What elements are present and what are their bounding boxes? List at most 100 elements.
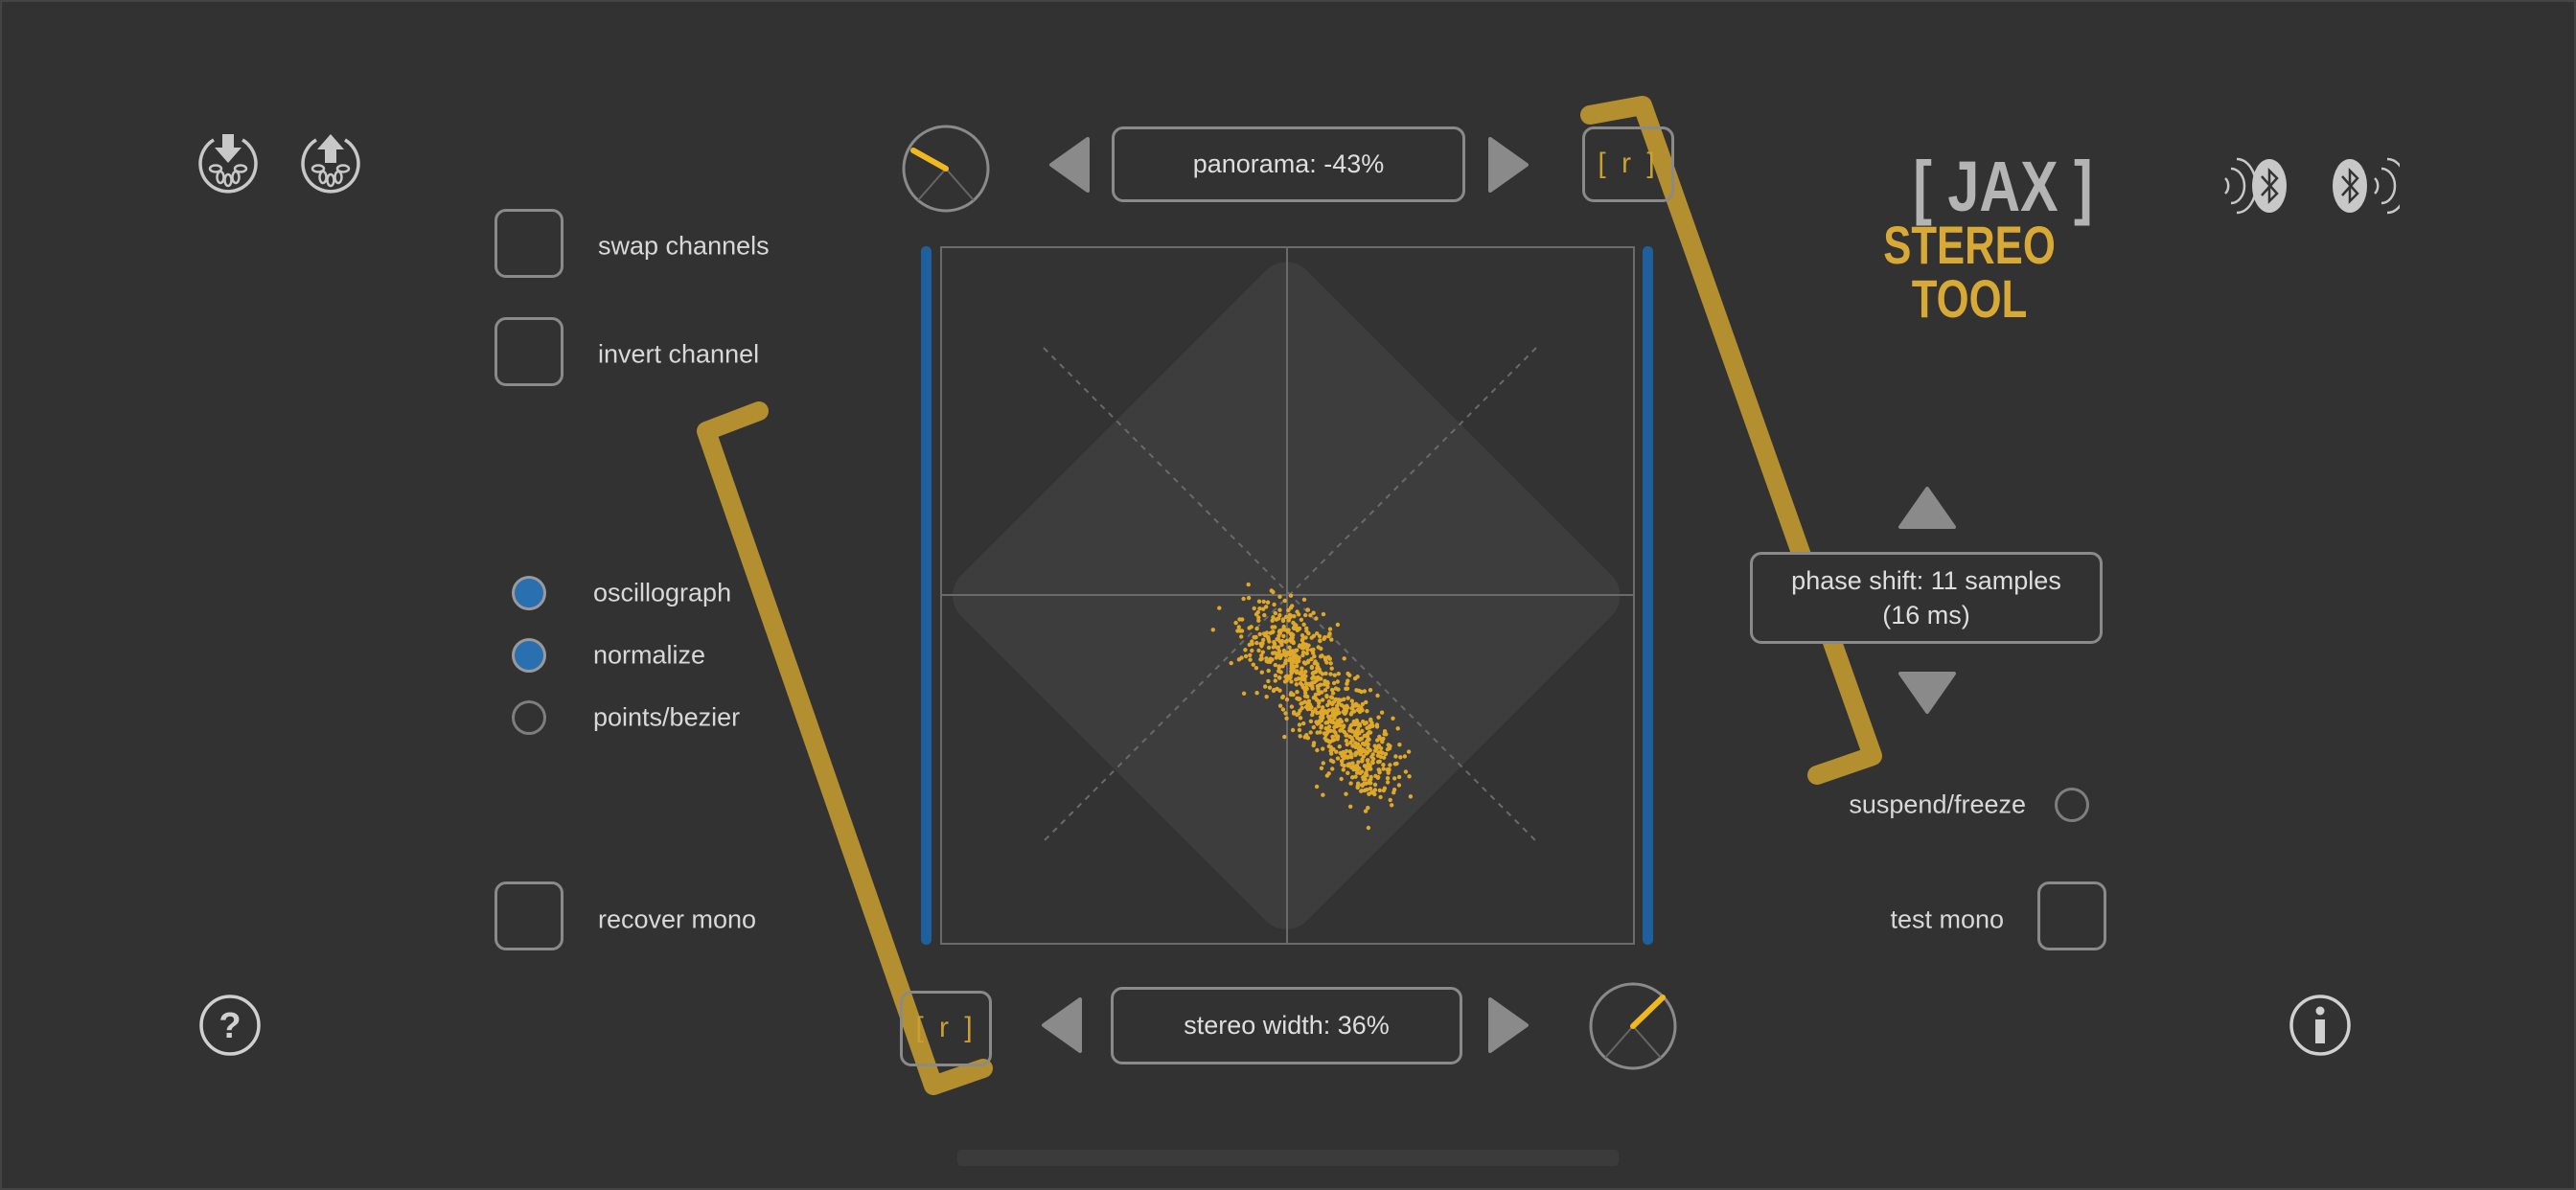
scope-point: [1403, 769, 1409, 774]
scope-point: [1256, 599, 1262, 604]
scope-point: [1279, 652, 1284, 657]
scope-point: [1330, 767, 1335, 771]
scope-point: [1322, 709, 1328, 714]
scope-point: [1274, 617, 1279, 622]
scope-point: [1295, 690, 1300, 695]
stereo-width-dial[interactable]: [1588, 981, 1678, 1071]
swap-channels-label: swap channels: [598, 231, 770, 261]
scope-point: [1311, 724, 1316, 730]
scope-point: [1337, 720, 1343, 724]
scope-point: [1286, 607, 1291, 613]
panorama-increase-arrow[interactable]: [1488, 137, 1529, 193]
scope-point: [1349, 755, 1354, 760]
scope-point: [1277, 612, 1282, 618]
scope-point: [1342, 730, 1347, 735]
phase-shift-increase-arrow[interactable]: [1898, 486, 1957, 530]
scope-point: [1368, 717, 1373, 722]
scope-point: [1247, 642, 1252, 648]
scope-point: [1374, 724, 1380, 729]
scope-point: [1368, 777, 1373, 782]
scope-point: [1315, 747, 1320, 753]
recover-mono-checkbox[interactable]: [494, 881, 564, 950]
stereo-width-decrease-arrow[interactable]: [1042, 997, 1082, 1053]
info-icon[interactable]: [2288, 993, 2353, 1058]
scope-point: [1309, 635, 1314, 640]
panorama-reset-button[interactable]: [ r ]: [1582, 126, 1674, 202]
scope-point: [1239, 634, 1244, 639]
scope-point: [1292, 614, 1297, 619]
scope-point: [1294, 682, 1299, 687]
scope-point: [1237, 629, 1243, 633]
scope-point: [1288, 631, 1294, 637]
scope-point: [1322, 688, 1328, 693]
phase-shift-decrease-arrow[interactable]: [1898, 671, 1957, 715]
scope-point: [1369, 754, 1374, 760]
scope-point: [1365, 772, 1369, 778]
scope-point: [1339, 702, 1345, 708]
scope-point: [1316, 645, 1321, 650]
scope-point: [1367, 791, 1371, 796]
scope-point: [1355, 726, 1361, 732]
scope-points: [1210, 582, 1414, 831]
scope-point: [1345, 742, 1349, 747]
scope-point: [1334, 749, 1339, 754]
invert-channel-checkbox[interactable]: [494, 317, 564, 386]
bluetooth-receive-icon[interactable]: [2221, 155, 2294, 217]
scope-point: [1294, 677, 1299, 682]
scope-point: [1353, 774, 1358, 779]
scope-point: [1377, 788, 1382, 793]
scope-point: [1385, 767, 1390, 772]
scope-point: [1340, 759, 1345, 764]
scope-point: [1336, 672, 1341, 676]
scope-point: [1297, 655, 1301, 660]
scope-point: [1283, 658, 1288, 663]
panorama-decrease-arrow[interactable]: [1049, 137, 1090, 193]
panorama-dial[interactable]: [901, 124, 991, 214]
scope-point: [1283, 675, 1288, 679]
scope-point: [1273, 673, 1278, 678]
scope-point: [1294, 653, 1299, 658]
logo-jax: [ JAX ]: [1913, 147, 2093, 226]
scope-point: [1326, 708, 1331, 713]
scope-point: [1319, 711, 1323, 716]
bluetooth-send-icon[interactable]: [2327, 155, 2400, 217]
scope-point: [1250, 639, 1254, 644]
scope-point: [1392, 788, 1397, 792]
scope-point: [1325, 702, 1330, 708]
bottom-scrollbar[interactable]: [957, 1150, 1619, 1166]
test-mono-checkbox[interactable]: [2037, 881, 2106, 950]
scope-point: [1313, 670, 1318, 675]
import-icon[interactable]: [196, 132, 260, 195]
scope-point: [1283, 628, 1288, 632]
swap-channels-checkbox[interactable]: [494, 209, 564, 278]
scope-point: [1329, 637, 1334, 642]
help-icon[interactable]: ?: [197, 993, 263, 1058]
scope-point: [1256, 648, 1261, 653]
normalize-radio[interactable]: [512, 638, 546, 673]
scope-point: [1385, 776, 1391, 781]
scope-point: [1299, 701, 1303, 706]
export-icon[interactable]: [299, 132, 362, 195]
stereo-width-reset-button[interactable]: [ r ]: [900, 991, 992, 1066]
scope-point: [1388, 797, 1392, 803]
stereo-width-increase-arrow[interactable]: [1488, 997, 1529, 1053]
scope-point: [1283, 711, 1288, 716]
scope-point: [1344, 791, 1348, 796]
points-bezier-radio[interactable]: [512, 700, 546, 735]
scope-point: [1330, 691, 1336, 696]
scope-point: [1332, 716, 1337, 721]
oscillograph-radio[interactable]: [512, 576, 546, 610]
scope-point: [1303, 685, 1309, 690]
scope-point: [1335, 703, 1340, 708]
scope-point: [1236, 625, 1241, 629]
scope-point: [1349, 729, 1355, 734]
scope-point: [1313, 659, 1318, 664]
scope-point: [1372, 744, 1377, 748]
scope-point: [1337, 723, 1343, 728]
scope-point: [1383, 751, 1389, 757]
scope-point: [1289, 704, 1295, 709]
suspend-freeze-radio[interactable]: [2055, 788, 2089, 822]
scope-point: [1406, 749, 1412, 754]
scope-point: [1298, 643, 1302, 648]
scope-point: [1353, 767, 1358, 772]
